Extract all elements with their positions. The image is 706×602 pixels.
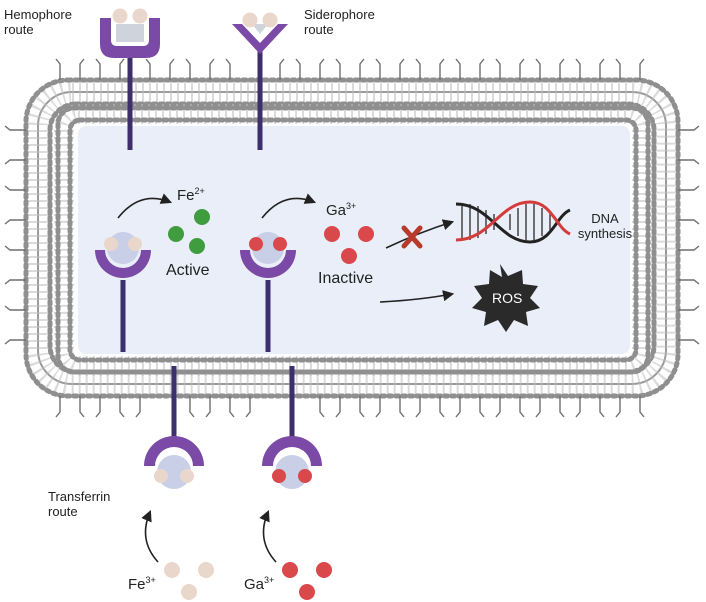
fe2-ion-cluster (168, 209, 210, 254)
lps-chains (4, 58, 700, 418)
arrow-fe3-uptake (141, 509, 159, 563)
arrow-to-ros (379, 290, 455, 303)
dna-synthesis-label: DNA synthesis (577, 211, 633, 241)
ga3-outside-ion-label: Ga3+ (244, 575, 275, 593)
ga3-inside-ion-label: Ga3+ (326, 201, 357, 219)
active-label: Active (166, 262, 210, 279)
fe3-ion-cluster-outside (164, 562, 214, 600)
inactive-label: Inactive (318, 270, 374, 287)
ros-label: ROS (492, 290, 523, 306)
dna-helix-icon (455, 200, 571, 244)
fe3-outside-ion-label: Fe3+ (128, 575, 156, 593)
arrow-ga3-uptake (259, 509, 277, 563)
fe2-ion-label: Fe2+ (177, 186, 205, 204)
ga3-ion-cluster-inside (324, 226, 374, 264)
transferrin-route-label: Transferrin route (48, 489, 111, 519)
transferrin-receptor-fe-icon (144, 366, 204, 489)
ga3-ion-cluster-outside (282, 562, 332, 600)
siderophore-route-label: Siderophore route (304, 7, 375, 37)
arrow-ga-release (261, 193, 317, 219)
ros-burst-icon (472, 264, 540, 332)
arrow-fe-release (117, 193, 173, 219)
arrow-to-dna (385, 219, 455, 249)
inner-receptor-ga-icon (240, 232, 296, 352)
siderophore-receptor-icon (232, 12, 288, 150)
hemophore-receptor-icon (100, 8, 160, 150)
inner-membrane (54, 104, 652, 376)
blocked-x-icon (401, 225, 423, 249)
inner-receptor-fe-icon (95, 232, 151, 352)
hemophore-route-label: Hemophore route (4, 7, 72, 37)
transferrin-receptor-ga-icon (262, 366, 322, 489)
